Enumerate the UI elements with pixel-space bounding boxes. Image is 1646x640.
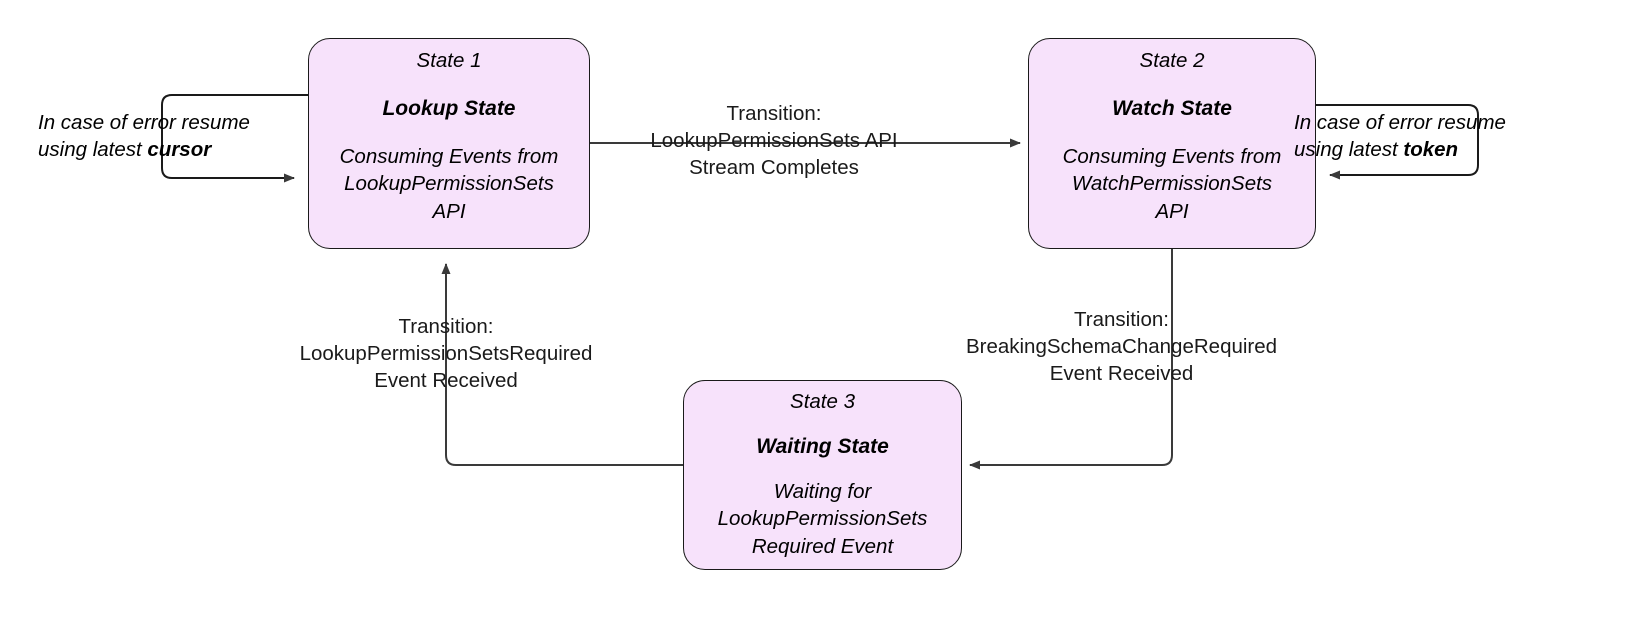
self-loop-note-state-2: In case of error resume using latest tok… <box>1294 109 1544 163</box>
self-loop-note-state-1: In case of error resume using latest cur… <box>38 109 288 163</box>
edge-label-s2-to-s3: Transition: BreakingSchemaChangeRequired… <box>965 308 1278 386</box>
state-index-label: State 1 <box>416 49 482 72</box>
state-index-label: State 2 <box>1139 49 1205 72</box>
self-loop-note-emphasis: cursor <box>147 138 212 162</box>
state-node-state-1[interactable]: State 1 Lookup State Consuming Events fr… <box>308 38 590 249</box>
state-description-label: Consuming Events from WatchPermissionSet… <box>1062 144 1282 224</box>
state-index-label: State 3 <box>790 390 855 413</box>
state-node-state-3[interactable]: State 3 Waiting State Waiting for Lookup… <box>683 380 962 570</box>
state-description-label: Waiting for LookupPermissionSets Require… <box>717 479 928 559</box>
self-loop-note-emphasis: token <box>1403 138 1459 162</box>
edge-label-s1-to-s2: Transition: LookupPermissionSets API Str… <box>650 102 898 180</box>
state-title-label: Waiting State <box>756 434 889 458</box>
self-loop-note-prefix: In case of error resume using latest <box>1294 111 1506 162</box>
state-node-state-2[interactable]: State 2 Watch State Consuming Events fro… <box>1028 38 1316 249</box>
state-title-label: Lookup State <box>382 96 516 120</box>
edge-label-s3-to-s1: Transition: LookupPermissionSetsRequired… <box>299 315 593 393</box>
state-title-label: Watch State <box>1112 96 1232 120</box>
state-description-label: Consuming Events from LookupPermissionSe… <box>339 144 559 224</box>
self-loop-note-prefix: In case of error resume using latest <box>38 111 250 162</box>
